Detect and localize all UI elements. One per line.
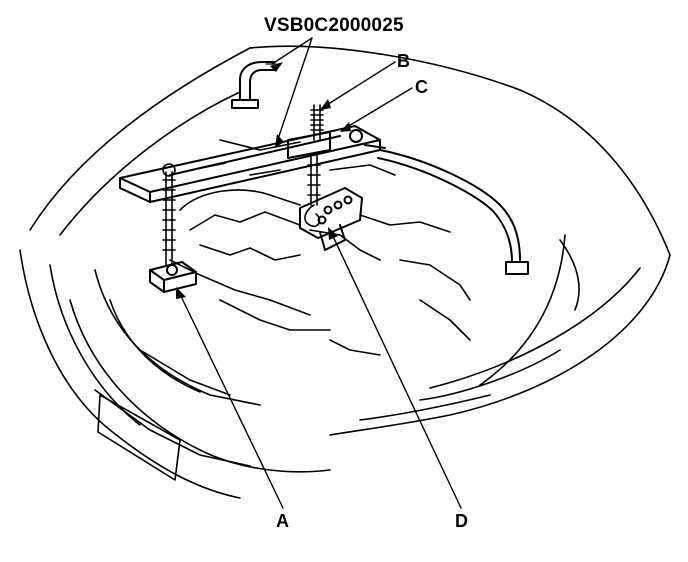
vehicle-body [19,45,671,499]
foot-bracket-a [149,261,197,293]
engine-block [169,139,471,356]
center-hanger-rod [304,154,321,228]
label-b: B [397,51,410,71]
hook-bolt-b [310,104,324,141]
leader-lines [177,37,462,509]
engine-hanger-plate-d [299,187,363,251]
diagram-code: VSB0C2000025 [264,15,404,36]
label-c: C [415,77,428,97]
support-hanger-rails [231,61,529,275]
label-d: D [455,511,468,531]
leader-arrowheads [176,62,351,299]
label-a: A [276,511,289,531]
left-hanger-rod [162,163,176,266]
